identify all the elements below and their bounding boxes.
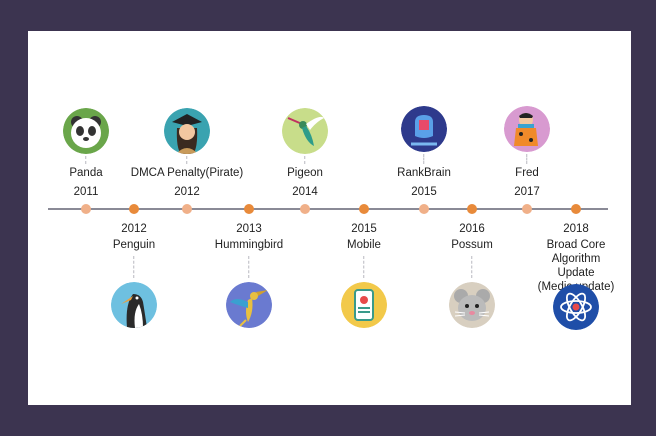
timeline-dot bbox=[244, 204, 254, 214]
timeline-dot bbox=[571, 204, 581, 214]
connector-panda bbox=[85, 156, 86, 164]
connector-possum bbox=[471, 256, 472, 278]
event-year-pigeon: 2014 bbox=[292, 185, 318, 200]
brain-icon bbox=[401, 106, 447, 152]
possum-icon bbox=[449, 282, 495, 328]
timeline-dot bbox=[467, 204, 477, 214]
timeline-dot bbox=[300, 204, 310, 214]
connector-fred bbox=[526, 154, 527, 164]
event-name-fred: Fred bbox=[515, 166, 539, 181]
event-name-penguin: Penguin bbox=[113, 238, 155, 253]
connector-pigeon bbox=[304, 156, 305, 164]
event-name-pigeon: Pigeon bbox=[287, 166, 323, 181]
hummingbird-icon bbox=[226, 282, 272, 328]
timeline-dot bbox=[359, 204, 369, 214]
pirate-icon bbox=[164, 108, 210, 154]
event-year-broad-core: 2018 bbox=[563, 222, 589, 237]
connector-rankbrain bbox=[423, 154, 424, 164]
connector-pirate bbox=[186, 156, 187, 164]
connector-hummingbird bbox=[248, 256, 249, 278]
timeline-dot bbox=[182, 204, 192, 214]
mobile-icon bbox=[341, 282, 387, 328]
event-year-pirate: 2012 bbox=[174, 185, 200, 200]
event-name-panda: Panda bbox=[69, 166, 102, 181]
timeline-card bbox=[28, 31, 631, 405]
event-name-mobile: Mobile bbox=[347, 238, 381, 253]
fred-icon bbox=[504, 106, 550, 152]
pigeon-icon bbox=[282, 108, 328, 154]
connector-penguin bbox=[133, 256, 134, 278]
event-year-fred: 2017 bbox=[514, 185, 540, 200]
timeline-dot bbox=[129, 204, 139, 214]
event-name-pirate: DMCA Penalty(Pirate) bbox=[131, 166, 243, 181]
panda-icon bbox=[63, 108, 109, 154]
event-year-hummingbird: 2013 bbox=[236, 222, 262, 237]
event-year-penguin: 2012 bbox=[121, 222, 147, 237]
event-year-rankbrain: 2015 bbox=[411, 185, 437, 200]
event-name-rankbrain: RankBrain bbox=[397, 166, 451, 181]
event-year-possum: 2016 bbox=[459, 222, 485, 237]
event-year-mobile: 2015 bbox=[351, 222, 377, 237]
atom-icon bbox=[553, 284, 599, 330]
event-name-possum: Possum bbox=[451, 238, 493, 253]
event-name-hummingbird: Hummingbird bbox=[215, 238, 283, 253]
event-year-panda: 2011 bbox=[74, 185, 99, 200]
timeline-dot bbox=[522, 204, 532, 214]
timeline-dot bbox=[81, 204, 91, 214]
connector-mobile bbox=[363, 256, 364, 278]
penguin-icon bbox=[111, 282, 157, 328]
timeline-dot bbox=[419, 204, 429, 214]
